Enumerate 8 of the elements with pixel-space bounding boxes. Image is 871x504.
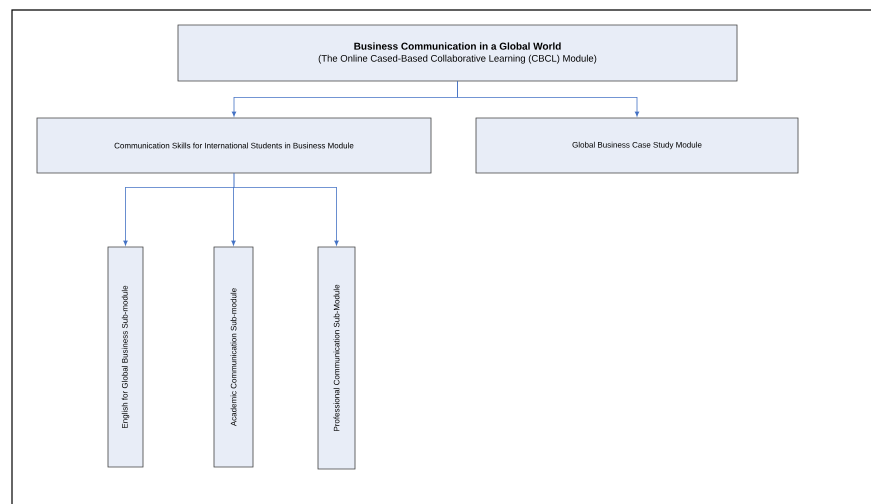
module-box: Communication Skills for International Students in Business Module: [36, 118, 432, 174]
arrow: [457, 81, 640, 116]
module-box: Global Business Case Study Module: [476, 118, 798, 174]
module-box: English for Global Business Sub-module: [108, 246, 144, 468]
arrow: [234, 173, 339, 246]
module-box: Professional Communication Sub-Module: [318, 246, 356, 470]
module-box: Academic Communication Sub-module: [214, 246, 254, 468]
module-box: Business Communication in a Global World (The Online Cased-Based Collaborative Learning (CBCL) Module): [178, 24, 738, 82]
